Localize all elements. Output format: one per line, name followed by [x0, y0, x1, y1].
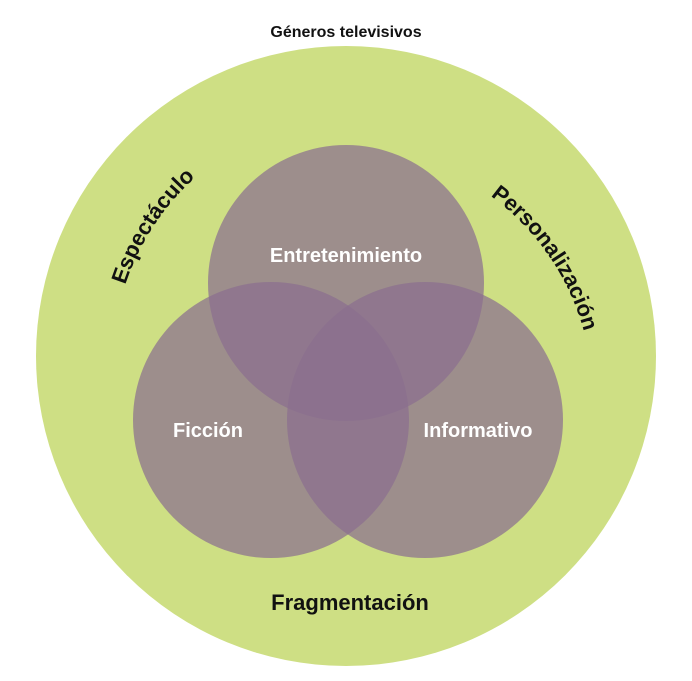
- genre-label-ficcion: Ficción: [173, 420, 243, 442]
- diagram-title: Géneros televisivos: [270, 24, 421, 41]
- genre-label-entretenimiento: Entretenimiento: [270, 245, 422, 267]
- genre-circle-informativo: [287, 282, 563, 558]
- outer-label-fragmentacion: Fragmentación: [271, 590, 429, 615]
- genre-circles: [133, 145, 563, 558]
- genre-label-informativo: Informativo: [424, 420, 533, 442]
